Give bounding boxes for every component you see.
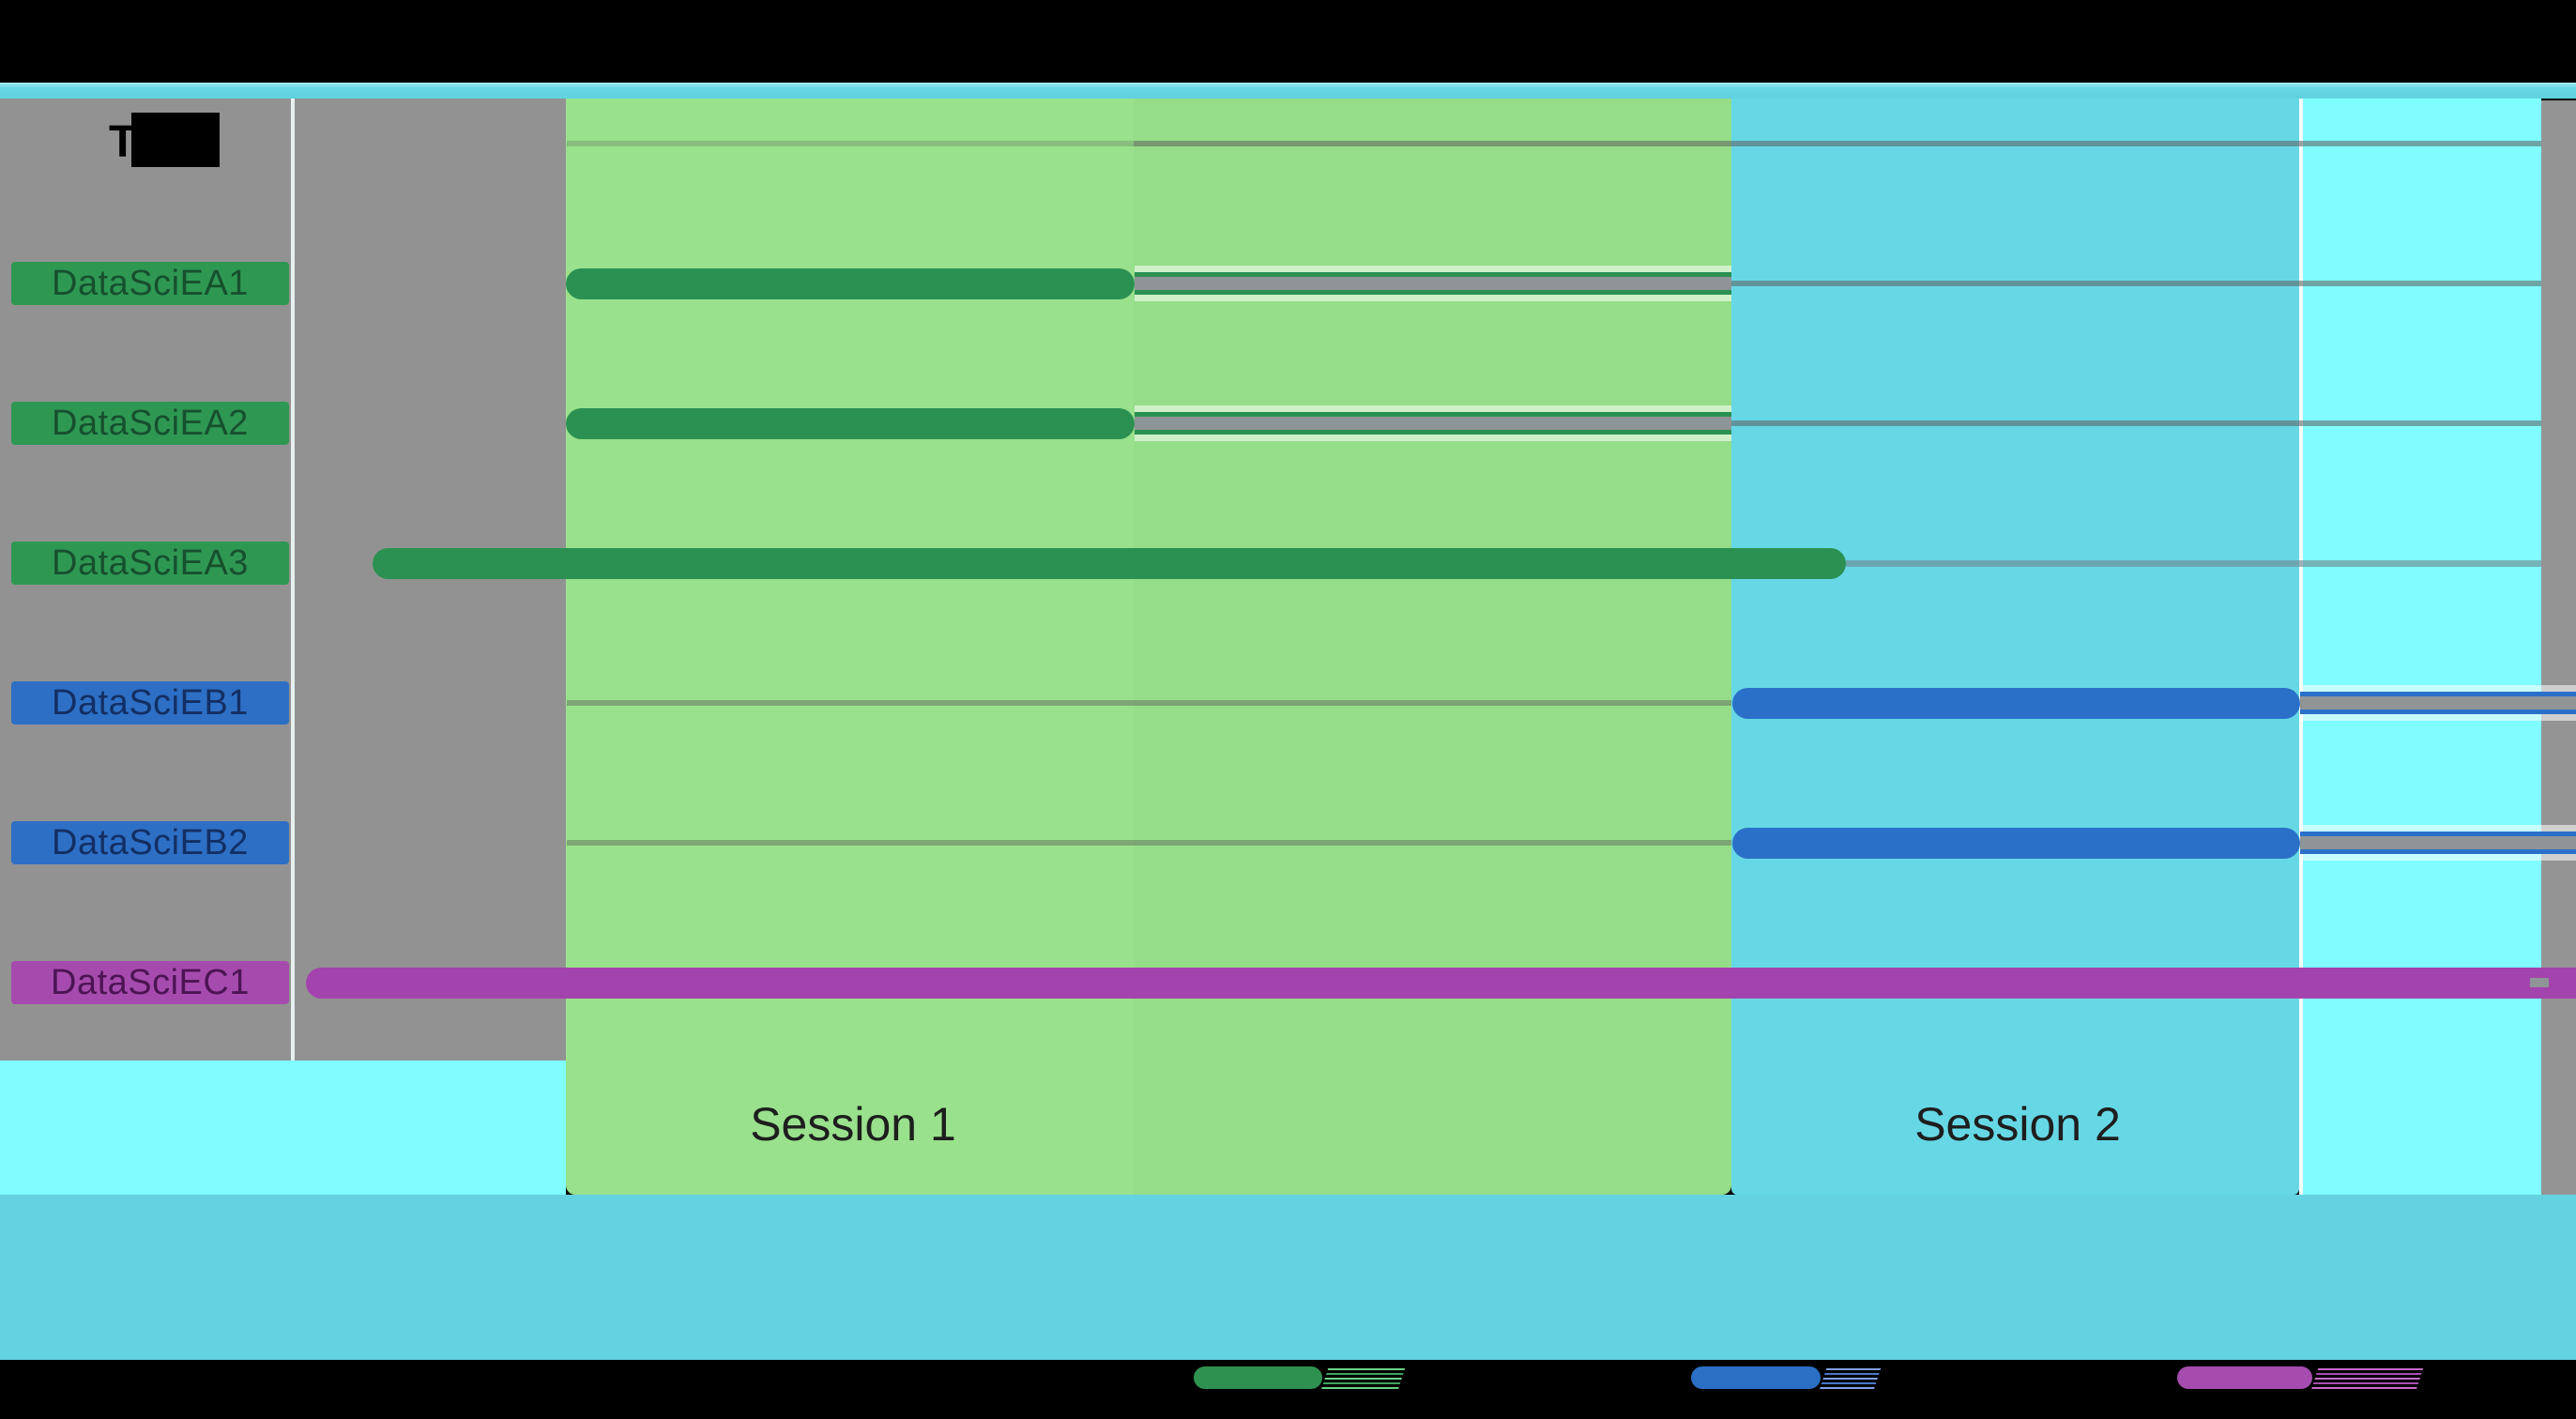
bar-continuation-strip (2299, 692, 2576, 714)
gridline-notch (2530, 978, 2549, 987)
task-bar (566, 268, 1135, 299)
task-bar (1731, 828, 2300, 859)
top-cyan-strip (0, 83, 2576, 99)
gridline (567, 141, 1134, 146)
right-edge-strip (2541, 100, 2576, 1195)
gridline (1731, 420, 2541, 426)
gridline (1731, 281, 2541, 286)
task-bar (372, 548, 1847, 579)
bar-continuation-strip (1134, 272, 1731, 295)
task-bar (1731, 688, 2300, 719)
session-2-right-divider (2299, 99, 2303, 1195)
legend-label-remnant-blue (1819, 1366, 1882, 1390)
bar-continuation-strip (2299, 832, 2576, 854)
session-1-label: Session 1 (750, 1098, 956, 1151)
gridline (567, 840, 1731, 846)
task-row-label: DataSciEB2 (11, 821, 289, 864)
pre-session-area (295, 99, 566, 1063)
session-1-panel (566, 99, 1731, 1195)
redaction-box-task-header (131, 113, 220, 167)
task-bar (306, 968, 2576, 999)
bar-continuation-strip (1134, 412, 1731, 435)
legend-label-remnant-purple (2310, 1366, 2425, 1390)
right-margin-panel (2303, 99, 2541, 1195)
task-row-label: DataSciEA3 (11, 542, 289, 585)
task-row-label: DataSciEA1 (11, 262, 289, 305)
session-2-label: Session 2 (1914, 1098, 2121, 1151)
legend-label-remnant-green (1320, 1366, 1407, 1390)
task-bar (566, 408, 1135, 439)
task-row-label: DataSciEB1 (11, 681, 289, 725)
session-2-panel (1731, 99, 2299, 1195)
gridline (567, 700, 1731, 706)
legend-swatch-purple (2177, 1366, 2312, 1389)
gridline (1134, 141, 2541, 146)
task-row-label: DataSciEA2 (11, 402, 289, 445)
axis-separator-line (291, 99, 295, 1060)
legend-swatch-blue (1691, 1366, 1821, 1389)
legend-swatch-green (1194, 1366, 1322, 1389)
task-row-label: DataSciEC1 (11, 961, 289, 1004)
gridline (1846, 559, 2541, 567)
left-bottom-area (0, 1060, 566, 1195)
bottom-cyan-band (0, 1195, 2576, 1360)
